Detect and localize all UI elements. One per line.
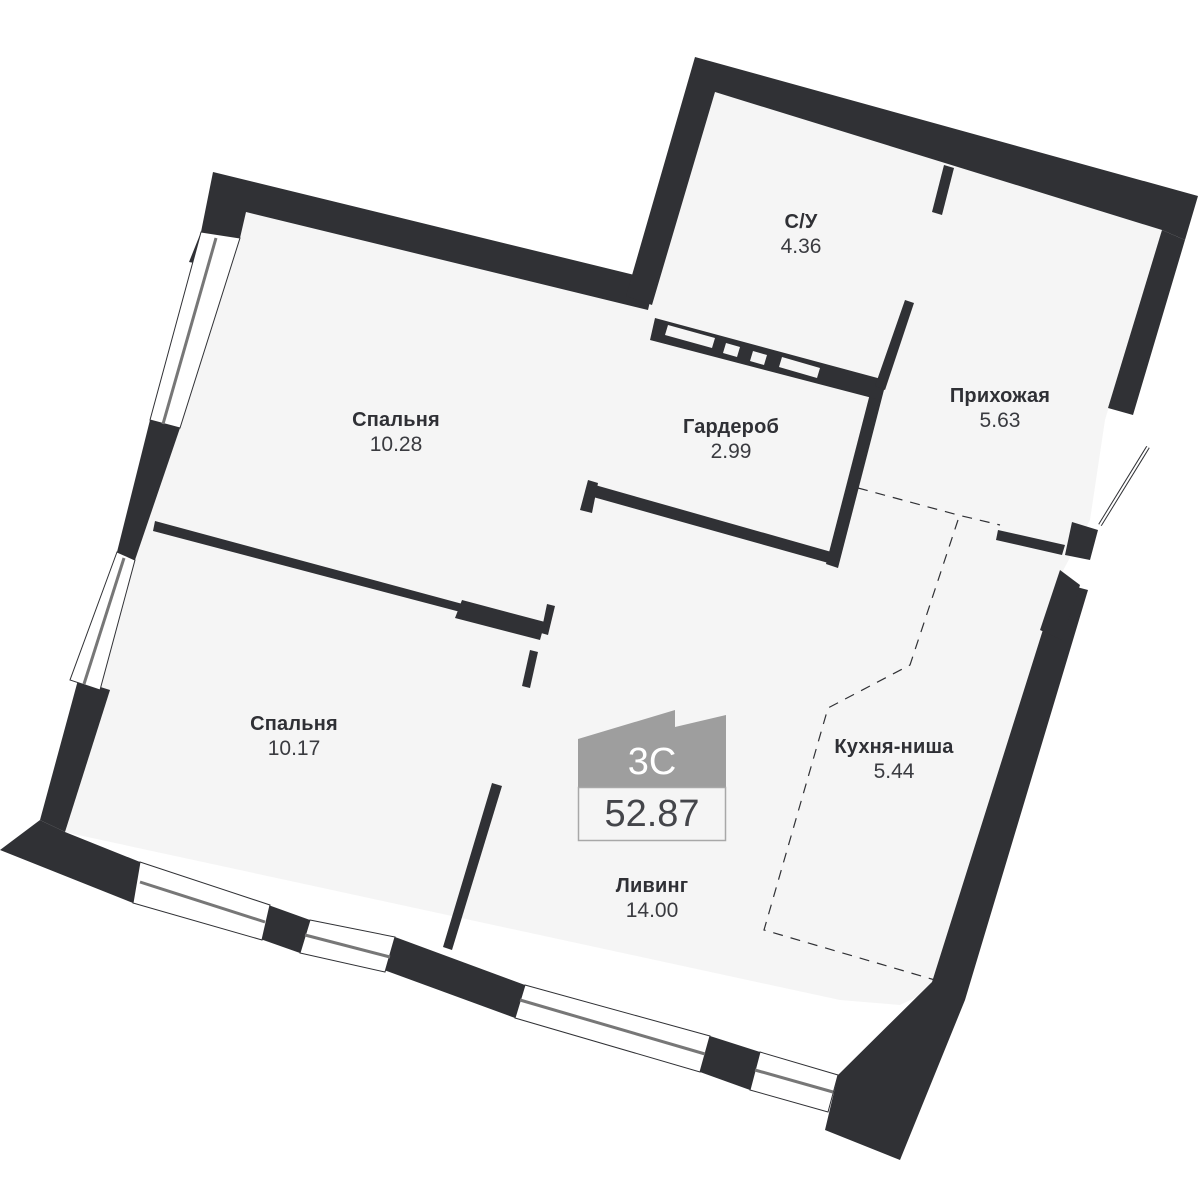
zone-boundaries [763,487,1001,981]
apartment-type: 3С [627,741,677,783]
room-name: С/У [784,211,818,233]
room-label-kitchen-niche: Кухня-ниша 5.44 [834,735,953,785]
room-name: Ливинг [615,875,689,897]
room-name: Прихожая [949,385,1051,407]
room-area: 4.36 [780,235,822,258]
total-area: 52.87 [604,793,700,835]
entrance-door [1098,445,1150,527]
windows [69,231,839,1113]
room-label-living: Ливинг 14.00 [616,874,689,924]
vent-shafts [665,325,820,378]
room-label-bedroom-2: Спальня 10.17 [250,712,338,762]
room-label-bathroom: С/У 4.36 [781,210,822,260]
room-name: Кухня-ниша [834,736,954,758]
room-area: 2.99 [710,440,752,463]
apartment-badge: 3С 52.87 [578,719,726,841]
room-name: Гардероб [682,416,780,438]
room-label-hallway: Прихожая 5.63 [950,384,1050,434]
room-area: 10.17 [267,737,321,760]
apartment-badge-shape [577,710,727,842]
room-area: 5.44 [873,760,915,783]
room-name: Спальня [352,409,440,431]
room-label-wardrobe: Гардероб 2.99 [683,415,779,465]
window-left-top [149,231,241,429]
room-area: 10.28 [369,433,423,456]
room-label-bedroom-1: Спальня 10.28 [352,408,440,458]
room-area: 5.63 [979,409,1021,432]
room-name: Спальня [250,713,338,735]
room-area: 14.00 [625,899,679,922]
